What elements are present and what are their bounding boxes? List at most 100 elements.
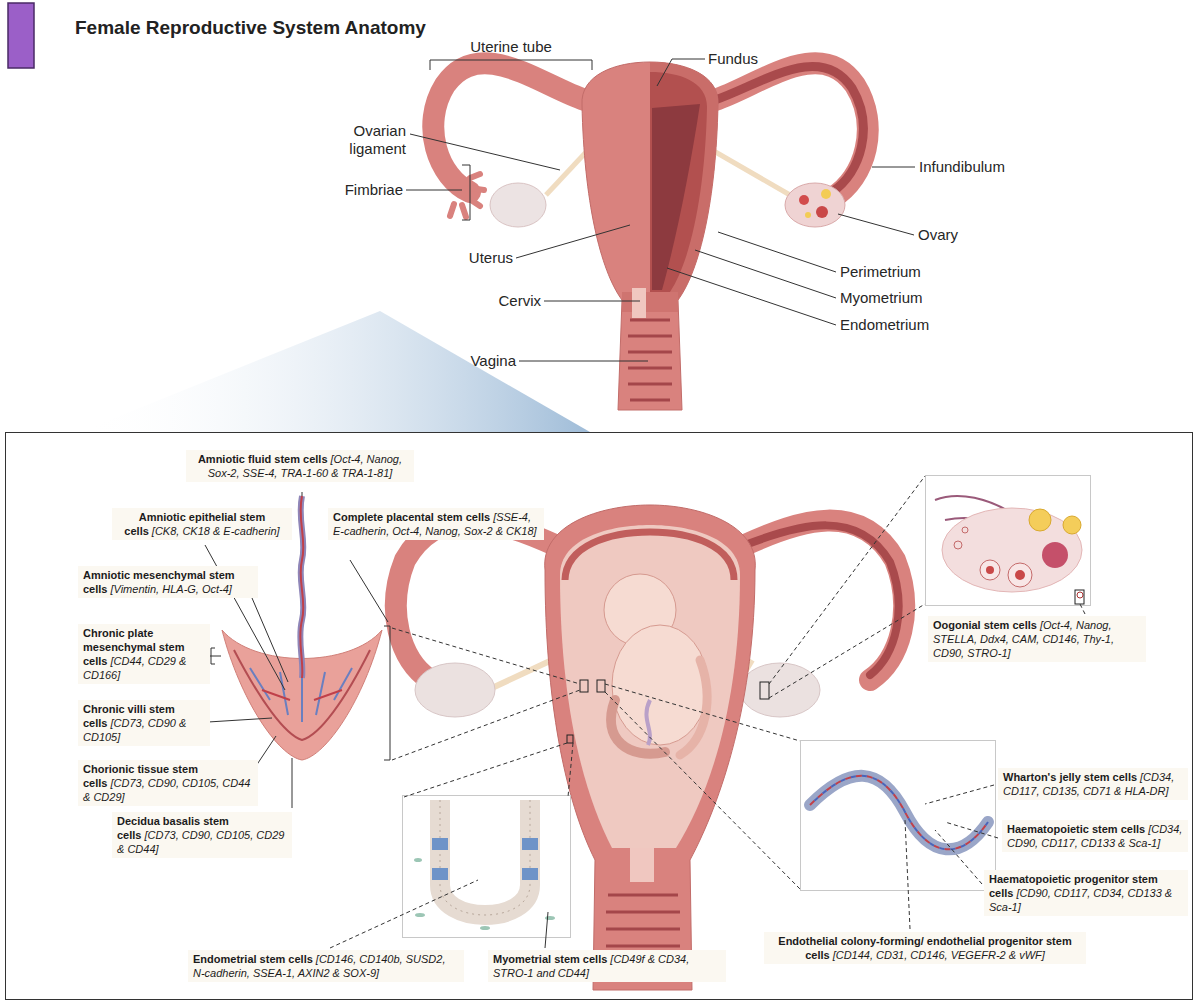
marker-list: [CD144, CD31, CD146, VEGEFR-2 & vWF] <box>833 949 1045 961</box>
pregnant-uterus-part <box>560 525 740 848</box>
ovary-inset-part <box>1077 592 1083 598</box>
part-label: Endometrium <box>840 316 929 334</box>
pregnant-uterus-part <box>646 700 650 745</box>
top-uterus-part <box>450 174 484 217</box>
diagram-title: Female Reproductive System Anatomy <box>75 17 426 39</box>
top-uterus <box>433 62 867 410</box>
bottom-leader-lines-part <box>292 758 293 808</box>
ovary-inset-part <box>942 508 1082 592</box>
cell-name: Myometrial stem cells <box>493 953 607 965</box>
stem-cell-box: Wharton's jelly stem cells[CD34, CD117, … <box>998 768 1188 800</box>
bottom-leader-lines-part-part <box>769 604 925 698</box>
part-label: Cervix <box>498 292 541 310</box>
stem-cell-box: Myometrial stem cells[CD49f & CD34, STRO… <box>488 950 726 982</box>
ovary-inset-part <box>1063 516 1081 534</box>
ovary-inset-part <box>1029 509 1051 531</box>
endometrium-inset-part <box>415 913 425 917</box>
part-label: Infundibulum <box>919 158 1005 176</box>
bottom-leader-lines-part-part <box>568 743 573 797</box>
top-uterus-part <box>715 63 868 198</box>
marker-list: [CD73, CD90, CD105, CD44 & CD29] <box>83 777 250 803</box>
stem-cell-box: Haematopoietic progenitor stem cells[CD9… <box>984 870 1188 916</box>
stem-cell-box: Complete placental stem cells[SSE-4, E-c… <box>328 508 544 540</box>
pregnant-uterus-part <box>492 660 552 688</box>
ovary-inset-part <box>980 560 1000 580</box>
bottom-leader-lines-part <box>384 626 390 760</box>
bottom-leader-lines-part-part <box>330 880 478 948</box>
cord-inset-part <box>810 776 988 850</box>
pregnant-uterus-part <box>745 521 904 680</box>
top-uterus-part <box>785 183 845 227</box>
top-uterus-part <box>582 62 718 410</box>
pregnant-uterus-part <box>745 525 899 675</box>
stem-cell-box: Haematopoietic stem cells[CD34, CD90, CD… <box>1002 820 1188 852</box>
ovary-inset-part <box>1075 590 1084 604</box>
marker-list: [Vimentin, HLA-G, Oct-4] <box>110 583 231 595</box>
pregnant-uterus-part <box>567 735 573 743</box>
top-leader-lines-part <box>406 190 462 191</box>
top-uterus-part <box>821 189 831 199</box>
ovary-inset-part <box>954 541 962 549</box>
top-uterus-part <box>433 63 585 192</box>
top-leader-lines-part <box>657 59 705 86</box>
zoom-fan-part <box>80 311 590 432</box>
cell-name: Haematopoietic stem cells <box>1007 823 1145 835</box>
marker-list: [CD73, CD90, CD105, CD29 & CD44] <box>117 829 284 855</box>
bottom-leader-lines-part-part <box>1080 604 1085 614</box>
stem-cell-box: Chronic plate mesenchymal stem cells[CD4… <box>78 624 210 684</box>
bottom-leader-lines-part-part <box>769 476 925 684</box>
title-marker <box>8 3 34 68</box>
top-leader-lines-part <box>872 167 915 168</box>
endometrium-inset-part <box>414 858 422 862</box>
endometrium-inset-part <box>545 916 555 920</box>
stem-cell-box: Decidua basalis stem cells[CD73, CD90, C… <box>112 812 292 858</box>
panel-frame <box>6 433 1193 1000</box>
top-leader-lines-part <box>430 60 592 70</box>
ovary-inset-part <box>962 527 968 533</box>
cell-name: Amniotic fluid stem cells <box>198 453 328 465</box>
endometrium-inset-part <box>440 800 530 915</box>
bottom-leader-lines-part-part <box>605 684 800 741</box>
ovary-inset <box>926 476 1091 606</box>
part-label: Uterine tube <box>470 38 552 56</box>
cell-name: Endometrial stem cells <box>193 953 313 965</box>
pregnant-uterus-part <box>630 848 654 882</box>
top-uterus-part <box>632 288 646 318</box>
placenta-part <box>300 496 303 678</box>
endometrium-inset-part <box>440 800 530 915</box>
part-label: Ovarian ligament <box>324 122 406 158</box>
part-label: Myometrium <box>840 289 923 307</box>
bottom-leader-lines-part-part <box>905 820 910 929</box>
pregnant-uterus-part <box>760 682 769 699</box>
bottom-leader-lines-part <box>545 912 548 948</box>
bottom-leader-lines-part <box>252 598 288 682</box>
pregnant-uterus-part <box>415 663 495 717</box>
placenta-part <box>262 690 342 700</box>
pregnant-uterus-part <box>545 505 756 990</box>
part-label: Fimbriae <box>345 181 403 199</box>
pregnant-uterus-part <box>611 700 665 754</box>
pregnant-uterus-part <box>396 521 555 680</box>
bottom-leader-lines-part-part <box>935 830 982 884</box>
stem-cell-box: Amniotic fluid stem cells[Oct-4, Nanog, … <box>186 450 414 482</box>
stem-cell-box: Endothelial colony-forming/ endothelial … <box>764 932 1086 964</box>
endometrium-inset-part <box>522 838 538 850</box>
bottom-leader-lines-part-part <box>605 692 800 889</box>
ovary-inset-part <box>1008 563 1032 587</box>
endometrium-inset-part <box>432 868 448 880</box>
ovary-inset-part <box>986 566 994 574</box>
top-uterus-part <box>816 206 828 218</box>
marker-list: [CD90, CD117, CD34, CD133 & Sca-1] <box>989 887 1172 913</box>
stem-cell-box: Amniotic mesenchymal stem cells[Vimentin… <box>78 566 258 598</box>
top-leader-lines-part <box>667 268 836 325</box>
endometrium-inset-part <box>480 926 490 930</box>
stem-cell-box: Amniotic epithelial stem cells[CK8, CK18… <box>112 508 292 540</box>
pregnant-uterus-part <box>680 660 707 755</box>
cell-name: Oogonial stem cells <box>933 619 1037 631</box>
title-marker-part <box>8 3 34 68</box>
top-uterus-part <box>650 72 707 292</box>
ovary-inset-part <box>1015 570 1025 580</box>
part-label: Uterus <box>469 249 513 267</box>
top-uterus-part <box>650 62 718 300</box>
